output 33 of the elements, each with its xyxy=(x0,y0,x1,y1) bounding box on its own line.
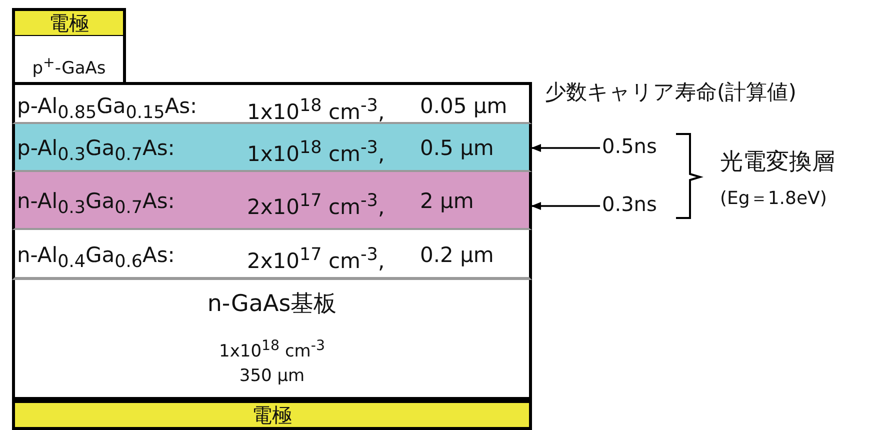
layer-thickness: 0.2 μm xyxy=(420,242,494,266)
group-label: 光電変換層 xyxy=(720,148,835,177)
doping-concentration: 2x10$^{17}$ cm$^{-3}$, xyxy=(247,190,385,218)
doping-concentration: 1x10$^{18}$ cm$^{-3}$, xyxy=(247,136,385,166)
layer-composition: p-Al$_{0.85}$Ga$_{0.15}$As: xyxy=(17,94,198,125)
semiconductor-layer xyxy=(12,230,532,280)
layer-thickness: 0.5 μm xyxy=(420,136,494,160)
arrow xyxy=(531,144,600,152)
lifetime-label: 0.5ns xyxy=(602,134,657,158)
bandgap-note: (Eg＝1.8eV) xyxy=(720,187,827,210)
electrode-layer xyxy=(12,8,126,38)
contact-layer xyxy=(12,36,126,84)
semiconductor-layer xyxy=(12,172,532,230)
arrow xyxy=(531,202,600,210)
doping-concentration: 1x10$^{18}$ cm$^{-3}$, xyxy=(247,94,385,124)
layer-label: p$^{+}$-GaAs xyxy=(32,54,106,81)
lifetime-label: 0.3ns xyxy=(602,192,657,216)
layer-label: 電極 xyxy=(252,403,292,427)
layer-name: n-GaAs基板 xyxy=(207,292,337,316)
layer-thickness: 350 μm xyxy=(239,365,305,388)
layer-thickness: 0.05 μm xyxy=(420,94,508,118)
doping-concentration: 2x10$^{17}$ cm$^{-3}$, xyxy=(247,244,385,272)
doping-concentration: 1x10$^{18}$ cm$^{-3}$ xyxy=(219,337,325,364)
semiconductor-layer xyxy=(12,82,532,124)
layer-thickness: 2 μm xyxy=(420,188,474,212)
semiconductor-layer xyxy=(12,124,532,172)
caption-text: 少数キャリア寿命(計算値) xyxy=(545,79,796,106)
substrate-layer xyxy=(12,280,532,400)
layer-composition: n-Al$_{0.4}$Ga$_{0.6}$As: xyxy=(17,242,175,274)
layer-label: 電極 xyxy=(49,11,89,35)
layer-composition: p-Al$_{0.3}$Ga$_{0.7}$As: xyxy=(17,136,175,167)
electrode-layer xyxy=(12,400,532,430)
layer-composition: n-Al$_{0.3}$Ga$_{0.7}$As: xyxy=(17,188,175,220)
